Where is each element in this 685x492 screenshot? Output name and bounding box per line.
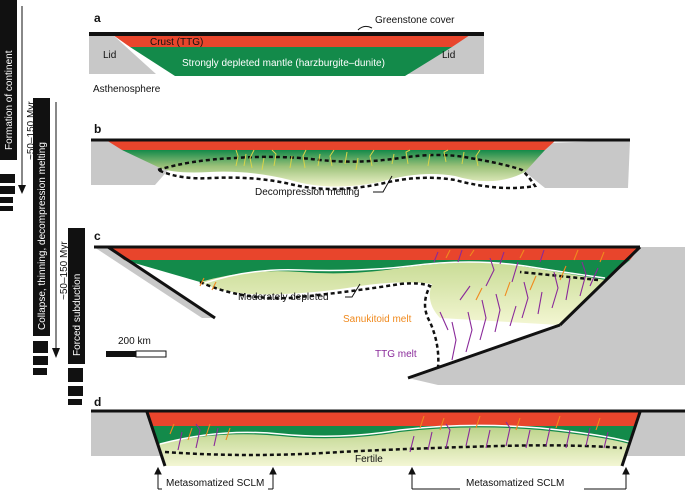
panel-c: c Moderately depleted Sanukitoid [94,229,685,385]
subduction-label: Forced subduction [72,274,83,356]
collapse-bar-step [33,341,48,353]
sanukitoid-label: Sanukitoid melt [343,314,412,325]
asthenosphere-label: Asthenosphere [93,84,161,95]
lid-right-label: Lid [442,50,455,61]
ttg-melt-label: TTG melt [375,349,417,360]
panel-b: b Decompression melting [91,122,630,198]
collapse-label: Collapse, thinning, decompression meltin… [37,142,48,330]
lid-left-label: Lid [103,50,116,61]
scale-label: 200 km [118,336,151,347]
greenstone-pointer [358,26,372,30]
panel-a-letter: a [94,11,101,25]
formation-bar-step [0,197,13,203]
scale-bar-black [106,351,136,357]
crust-d [147,412,640,426]
panel-b-letter: b [94,122,101,136]
subduction-bar-step [68,368,83,382]
panel-c-letter: c [94,229,101,243]
timeline: Formation of continent ~50–150 Myr Colla… [0,0,85,405]
mantle-label: Strongly depleted mantle (harzburgite–du… [182,58,385,69]
subduction-bar-step [68,399,82,405]
formation-label: Formation of continent [4,50,15,150]
crust-label: Crust (TTG) [150,37,203,48]
formation-bar-step [0,206,13,211]
sclm-left-label: Metasomatized SCLM [166,478,264,489]
sclm-right-label: Metasomatized SCLM [466,478,564,489]
panel-d-letter: d [94,395,101,409]
crust-c [108,247,640,260]
greenstone-label: Greenstone cover [375,15,455,26]
fertile-label: Fertile [355,454,383,465]
formation-bar-step [0,186,15,194]
panel-d: d Fertile [91,395,685,489]
time-arrow-1-head [18,185,26,194]
decompression-label: Decompression melting [255,187,360,198]
scale-bar-white [136,351,166,357]
subduction-bar-step [68,386,83,396]
collapse-bar-step [33,368,47,375]
formation-bar-step [0,174,15,183]
panel-a: a Greenstone cover Crust (TTG) Lid Lid S… [89,11,484,95]
moderately-depleted-label: Moderately depleted [238,292,329,303]
collapse-bar-step [33,356,48,365]
time-arrow-2-head [52,348,60,358]
mantle-b [122,150,545,187]
